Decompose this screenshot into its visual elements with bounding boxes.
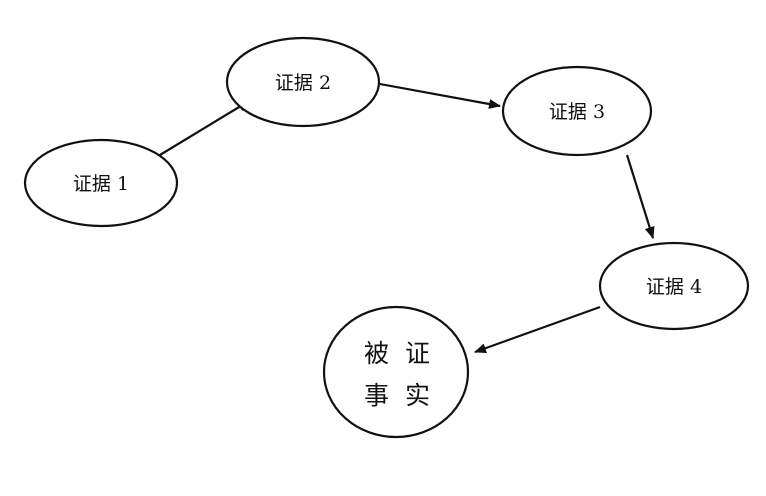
node-fact-shape xyxy=(322,305,470,439)
node-evidence-1: 证据 1 xyxy=(23,138,179,228)
node-fact: 被 证 事 实 xyxy=(322,305,470,439)
node-fact-label-line2: 事 实 xyxy=(364,381,430,410)
node-evidence-3-label: 证据 3 xyxy=(549,101,605,123)
node-evidence-4-shape xyxy=(598,241,750,331)
edge-evidence1-to-evidence2 xyxy=(154,100,250,159)
edge-evidence2-to-evidence3 xyxy=(379,82,501,109)
node-evidence-3-shape xyxy=(501,65,653,157)
edge-evidence3-to-evidence4 xyxy=(625,154,655,239)
node-evidence-4: 证据 4 xyxy=(598,241,750,331)
node-evidence-2: 证据 2 xyxy=(225,36,381,128)
node-evidence-4-label: 证据 4 xyxy=(646,276,702,298)
node-fact-label-line1: 被 证 xyxy=(364,339,430,368)
node-evidence-1-shape xyxy=(23,138,179,228)
node-evidence-3: 证据 3 xyxy=(501,65,653,157)
edge-evidence4-to-fact xyxy=(474,305,601,354)
node-evidence-2-label: 证据 2 xyxy=(275,72,331,94)
node-evidence-1-label: 证据 1 xyxy=(73,173,129,195)
node-evidence-2-shape xyxy=(225,36,381,128)
